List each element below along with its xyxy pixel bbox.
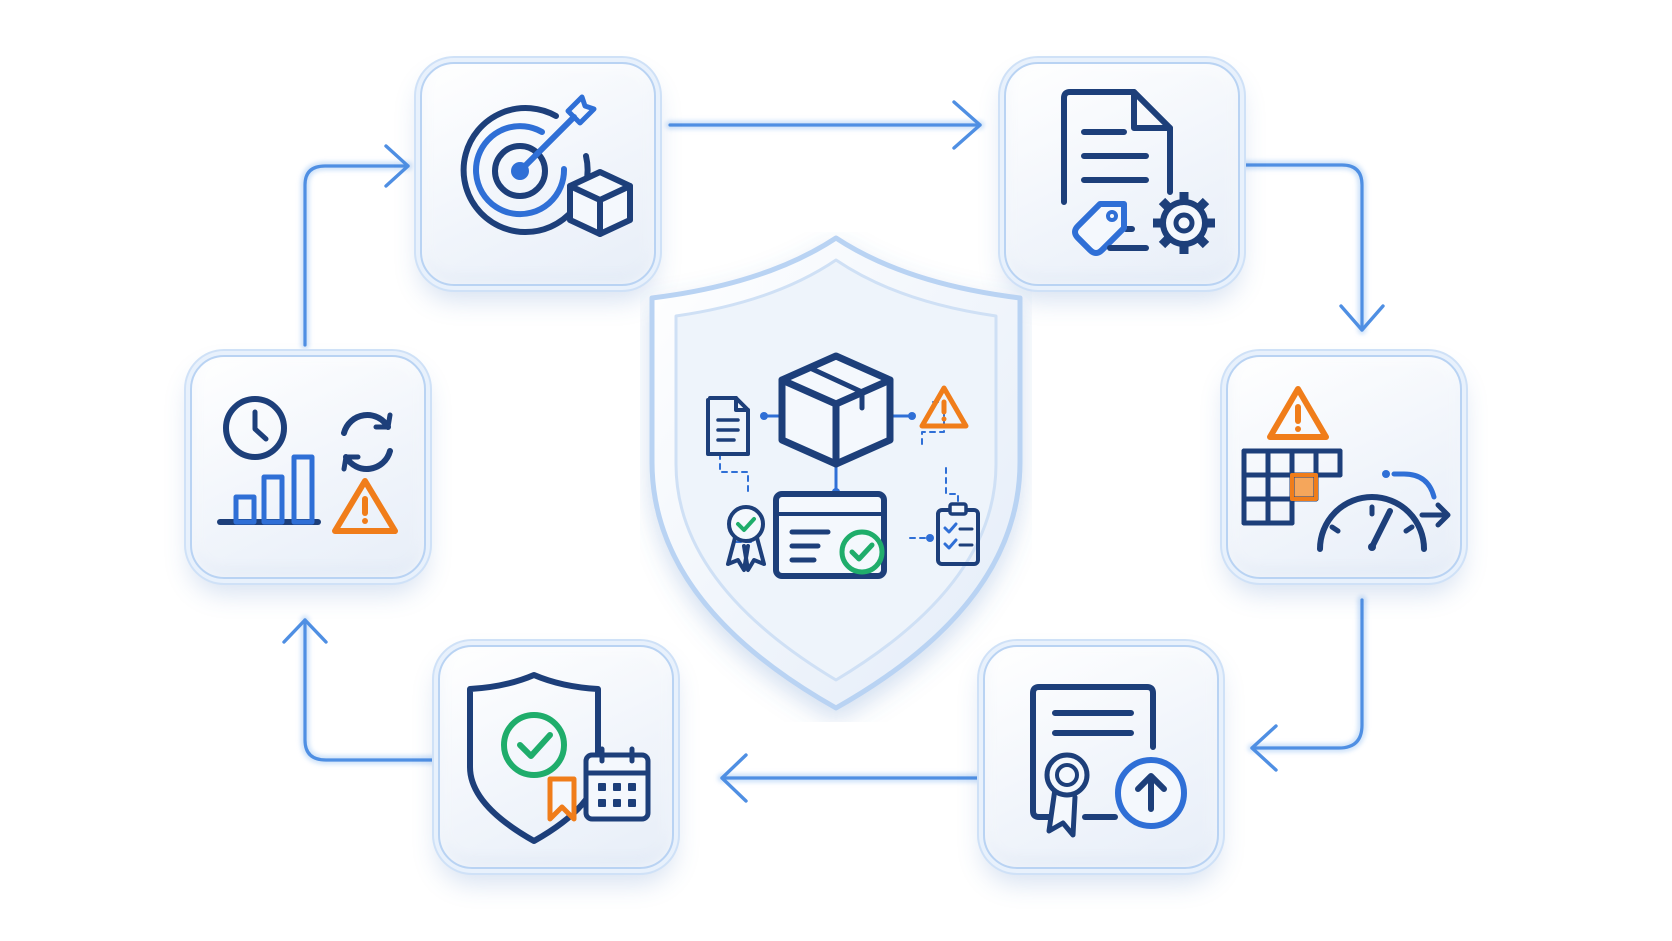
upload-arrow-icon — [1115, 757, 1187, 829]
step-shield-tile[interactable] — [438, 645, 674, 869]
warning-icon — [1267, 386, 1329, 440]
document-icon — [1061, 89, 1173, 232]
bookmark-icon — [547, 776, 577, 822]
price-tag-icon — [1072, 201, 1149, 256]
document-icon — [706, 396, 750, 456]
gear-icon — [1153, 192, 1215, 254]
warning-icon — [919, 385, 969, 429]
award-seal-icon — [1044, 752, 1090, 838]
step-document-tile[interactable] — [1004, 62, 1240, 286]
arrowhead-left-bottom — [720, 753, 748, 803]
shield-check-icon — [467, 672, 601, 844]
arrowhead-up-left — [282, 618, 328, 644]
clock-icon — [223, 396, 287, 460]
step-performance-tile[interactable] — [1226, 355, 1462, 579]
bar-chart-icon — [217, 454, 321, 525]
shield-hub — [649, 235, 1023, 711]
refresh-cycle-icon — [341, 412, 393, 472]
arrowhead-left-bottom-right — [1250, 724, 1278, 772]
arrowhead-down-right — [1339, 304, 1385, 332]
step-target-tile[interactable] — [420, 62, 656, 286]
speedometer-icon — [1317, 494, 1427, 552]
checklist-clipboard-icon — [936, 502, 980, 566]
arrowhead-right-left-top — [384, 144, 410, 188]
verified-card-icon — [773, 491, 887, 579]
certificate-icon — [1030, 684, 1156, 820]
grid-table-icon — [1241, 448, 1343, 526]
award-ribbon-icon — [726, 505, 766, 572]
step-monitoring-tile[interactable] — [190, 355, 426, 579]
step-certificate-tile[interactable] — [983, 645, 1219, 869]
package-box-icon — [778, 352, 894, 468]
warning-icon — [332, 478, 398, 534]
cube-icon — [567, 169, 633, 237]
calendar-icon — [583, 746, 651, 822]
arrow-right-icon — [1382, 470, 1451, 528]
arrowhead-right-top — [952, 100, 982, 150]
